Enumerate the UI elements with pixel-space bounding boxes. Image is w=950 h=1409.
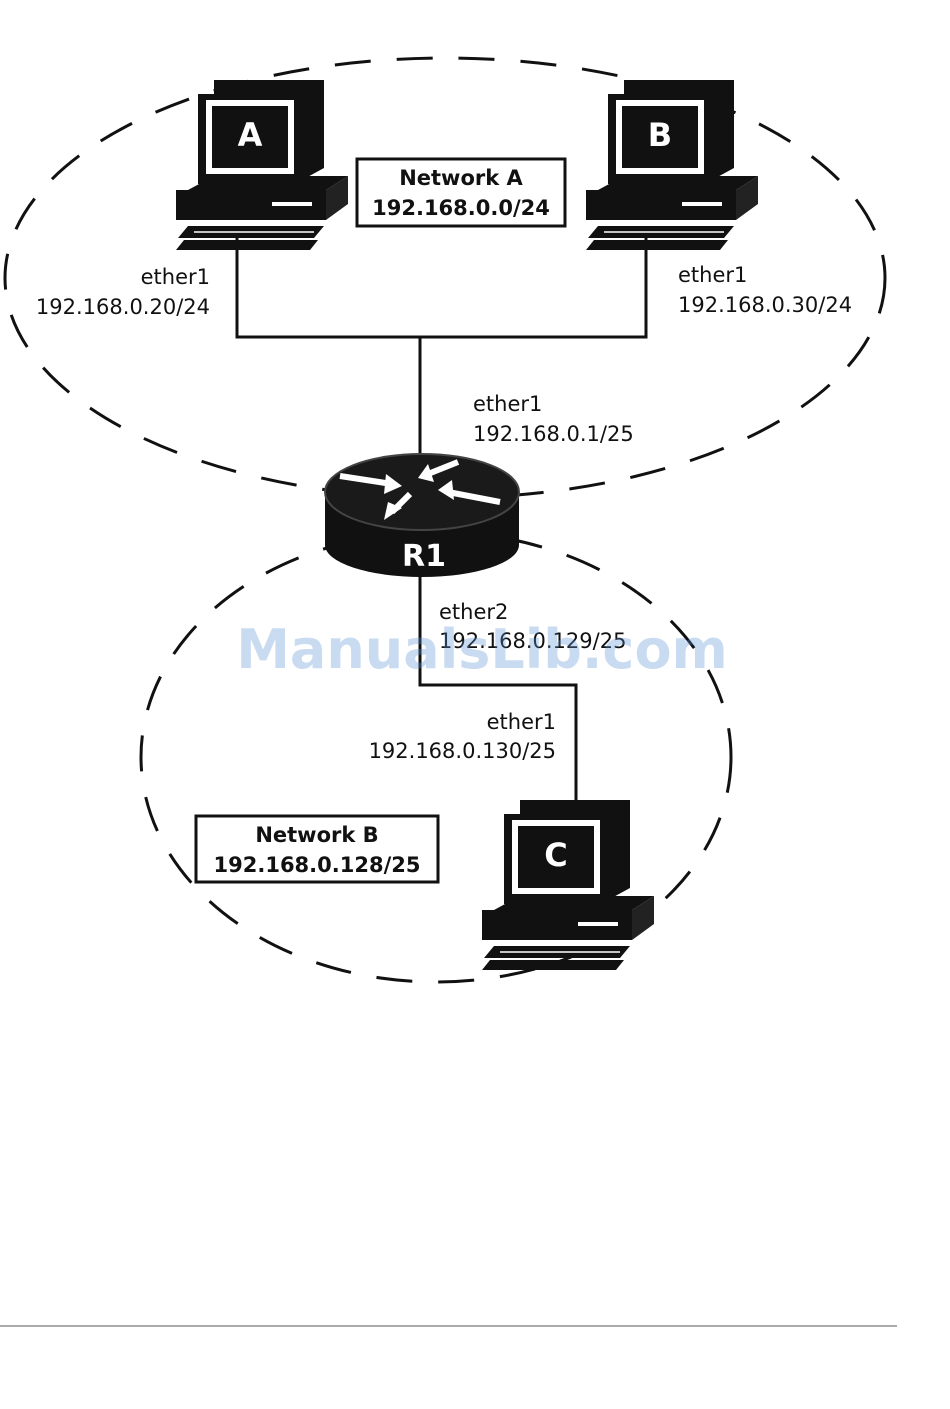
computer-c-icon: C xyxy=(482,800,654,970)
network-a-subnet: 192.168.0.0/24 xyxy=(372,196,550,220)
router-name: R1 xyxy=(402,539,446,574)
router-ether1-ip-label: 192.168.0.1/25 xyxy=(473,422,634,446)
network-a-name: Network A xyxy=(399,166,523,190)
pc-b-interface-label: ether1 xyxy=(678,263,747,287)
computer-b-icon: B xyxy=(586,80,758,250)
network-b-label-box: Network B 192.168.0.128/25 xyxy=(196,816,438,882)
pc-a-interface-label: ether1 xyxy=(141,265,210,289)
network-a-boundary xyxy=(5,58,885,498)
router-ether1-label: ether1 xyxy=(473,392,542,416)
pc-a-ip-label: 192.168.0.20/24 xyxy=(36,295,210,319)
watermark-text: ManualsLib.com xyxy=(236,618,728,681)
computer-c-letter: C xyxy=(544,836,567,874)
pc-c-interface-label: ether1 xyxy=(487,710,556,734)
network-b-subnet: 192.168.0.128/25 xyxy=(214,853,421,877)
computer-a-icon: A xyxy=(176,80,348,250)
computer-a-letter: A xyxy=(238,116,263,154)
computer-b-letter: B xyxy=(648,116,672,154)
pc-c-ip-label: 192.168.0.130/25 xyxy=(369,739,556,763)
network-a-label-box: Network A 192.168.0.0/24 xyxy=(357,159,565,226)
network-b-name: Network B xyxy=(255,823,378,847)
router-r1-icon: R1 xyxy=(325,454,519,577)
pc-b-ip-label: 192.168.0.30/24 xyxy=(678,293,852,317)
